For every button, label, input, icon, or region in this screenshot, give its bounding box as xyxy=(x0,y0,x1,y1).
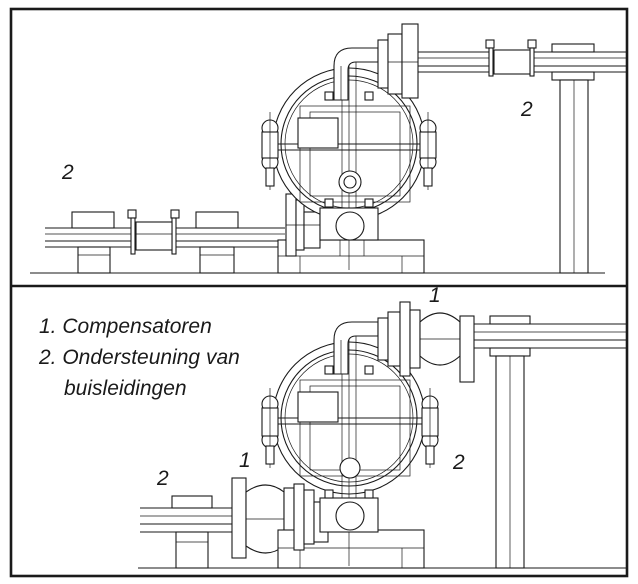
top-outlet-elbow xyxy=(333,23,419,101)
top-right-support-column xyxy=(551,43,595,274)
bottom-outlet-elbow xyxy=(333,301,411,377)
top-pump-base xyxy=(277,239,425,274)
legend-item-compensatoren: 1. Compensatoren xyxy=(39,315,212,338)
top-right-clamp xyxy=(485,39,537,77)
top-inlet-flange xyxy=(285,193,321,257)
bottom-left-pipe xyxy=(140,507,232,533)
callout-bottom-left-support: 2 xyxy=(156,467,169,490)
top-left-support-b xyxy=(195,211,239,274)
callout-bottom-right-support: 2 xyxy=(452,451,465,474)
top-pump-body xyxy=(268,50,430,270)
top-installation xyxy=(30,23,627,274)
bottom-top-compensator xyxy=(409,309,475,383)
bottom-installation xyxy=(138,301,627,569)
outer-frame xyxy=(9,7,629,578)
legend-item-ondersteuning: 2. Ondersteuning van xyxy=(38,346,240,369)
callout-top-left-support: 2 xyxy=(61,161,74,184)
bottom-pump-body xyxy=(268,324,430,566)
callout-bottom-left-compensator: 1 xyxy=(239,449,251,472)
bottom-left-support xyxy=(171,495,213,569)
callout-top-right-support: 2 xyxy=(520,98,533,121)
callout-bottom-top-compensator: 1 xyxy=(429,284,441,307)
legend-item-buisleidingen: buisleidingen xyxy=(64,377,187,400)
bottom-right-support-column xyxy=(489,315,531,569)
top-left-clamp xyxy=(127,209,180,255)
bottom-right-pipe xyxy=(474,323,627,349)
top-pump-side-bolts xyxy=(261,112,437,190)
top-left-support-a xyxy=(71,211,115,274)
bottom-pump-side-bolts xyxy=(261,388,439,468)
bottom-left-compensator xyxy=(231,477,295,559)
